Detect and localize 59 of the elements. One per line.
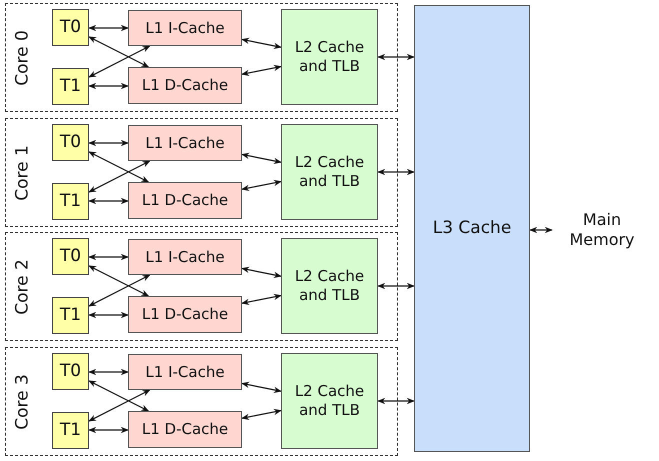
arrow	[241, 408, 282, 420]
l3-cache-box: L3 Cache	[414, 5, 530, 452]
l1-cache-box: L1 D-Cache	[128, 296, 242, 333]
l1-cache-box: L1 I-Cache	[128, 125, 242, 161]
l1-cache-box: L1 I-Cache	[128, 354, 242, 390]
thread-box: T1	[52, 297, 89, 334]
core-frame	[5, 232, 398, 341]
arrow	[377, 282, 415, 290]
thread-box: T1	[52, 412, 89, 449]
arrow	[88, 380, 150, 412]
arrow	[88, 389, 150, 422]
thread-box: T0	[52, 9, 89, 46]
l2-cache-box: L2 Cache and TLB	[281, 238, 378, 334]
arrow	[241, 152, 282, 164]
thread-box: T1	[52, 68, 89, 105]
l2-cache-box: L2 Cache and TLB	[281, 353, 378, 449]
core-frame	[5, 347, 398, 456]
l2-cache-box: L2 Cache and TLB	[281, 9, 378, 105]
arrow	[529, 226, 553, 234]
arrow	[241, 294, 282, 305]
l1-cache-box: L1 I-Cache	[128, 10, 242, 46]
arrow	[88, 45, 150, 78]
arrow	[88, 368, 129, 376]
thread-box: T0	[52, 124, 89, 161]
l1-cache-box: L1 I-Cache	[128, 239, 242, 275]
arrow	[377, 168, 415, 176]
core-frame	[5, 3, 398, 112]
l1-cache-box: L1 D-Cache	[128, 67, 242, 104]
core-label: Core 0	[12, 30, 34, 86]
arrow	[88, 312, 129, 318]
arrow	[88, 140, 129, 146]
arrow	[88, 198, 129, 204]
core-label: Core 2	[12, 258, 34, 314]
arrow	[241, 180, 282, 191]
l1-cache-box: L1 D-Cache	[128, 182, 242, 219]
arrow	[88, 36, 150, 68]
thread-box: T0	[52, 353, 89, 390]
arrow	[241, 64, 282, 76]
thread-box: T1	[52, 183, 89, 220]
arrow	[241, 382, 282, 393]
core-label: Core 3	[12, 374, 34, 430]
core-frame	[5, 118, 398, 227]
arrow	[377, 398, 415, 404]
arrow	[377, 54, 415, 60]
arrow	[88, 274, 150, 307]
arrow	[241, 38, 282, 49]
arrow	[88, 151, 150, 183]
thread-box: T0	[52, 238, 89, 275]
arrow	[241, 266, 282, 278]
core-label: Core 1	[12, 144, 34, 200]
arrow	[88, 82, 129, 90]
arrow	[88, 426, 129, 434]
l2-cache-box: L2 Cache and TLB	[281, 124, 378, 220]
arrow	[88, 265, 150, 297]
memory-label: Main Memory	[568, 210, 636, 250]
arrow	[88, 24, 129, 32]
arrow	[88, 160, 150, 193]
arrow	[88, 254, 129, 260]
l1-cache-box: L1 D-Cache	[128, 411, 242, 448]
